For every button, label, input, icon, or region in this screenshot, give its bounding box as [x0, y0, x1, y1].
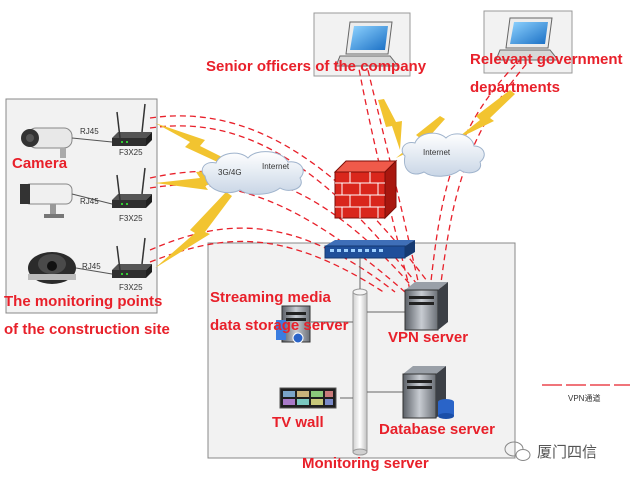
lan-backbone-pipe: [279, 258, 405, 456]
router-model-label-2: F3X25: [119, 214, 143, 223]
database-server-icon: [402, 366, 454, 419]
box-camera-icon: [20, 183, 73, 218]
tv-wall-icon: [279, 387, 337, 409]
monitoring-points-label-1: The monitoring points: [4, 293, 163, 310]
router-icon-1: [112, 103, 152, 146]
cloud-internet-label-right: Internet: [423, 148, 451, 157]
rj45-label-1: RJ45: [80, 127, 99, 136]
router-icon-3: [112, 237, 152, 278]
wechat-icon: [504, 441, 531, 461]
vpn-server-label: VPN server: [388, 329, 469, 346]
monitoring-server-label: Monitoring server: [302, 455, 429, 472]
router-icon-2: [112, 167, 152, 208]
streaming-server-label-2: data storage server: [210, 317, 349, 334]
internet-cloud-left: [201, 151, 304, 195]
cloud-3g4g-label: 3G/4G: [218, 168, 242, 177]
rj45-label-3: RJ45: [82, 262, 101, 271]
streaming-server-label-1: Streaming media: [210, 289, 331, 306]
router-model-label-1: F3X25: [119, 148, 143, 157]
vpn-server-icon: [404, 282, 448, 331]
cloud-internet-label-left: Internet: [262, 162, 290, 171]
senior-officers-label: Senior officers of the company: [206, 58, 427, 75]
gov-departments-label-2: departments: [470, 79, 561, 96]
firewall-icon: [333, 159, 398, 220]
rj45-label-2: RJ45: [80, 197, 99, 206]
network-switch-icon: [324, 240, 415, 259]
rj45-links: [71, 137, 113, 275]
router-model-label-3: F3X25: [119, 283, 143, 292]
monitoring-points-label-2: of the construction site: [4, 321, 170, 338]
laptop-icon-gov: [495, 17, 560, 61]
vpn-legend-label: VPN通道: [568, 394, 601, 403]
database-server-label: Database server: [379, 421, 495, 438]
bullet-camera-icon: [21, 127, 73, 158]
internet-cloud-right: [401, 132, 485, 177]
streaming-server-icon: [276, 305, 311, 344]
laptop-icon-senior: [335, 21, 400, 67]
tv-wall-label: TV wall: [272, 414, 324, 431]
camera-label: Camera: [12, 155, 68, 172]
dome-camera-icon: [28, 252, 76, 284]
gov-departments-label-1: Relevant government: [470, 51, 623, 68]
watermark-text: 厦门四信: [537, 443, 598, 461]
